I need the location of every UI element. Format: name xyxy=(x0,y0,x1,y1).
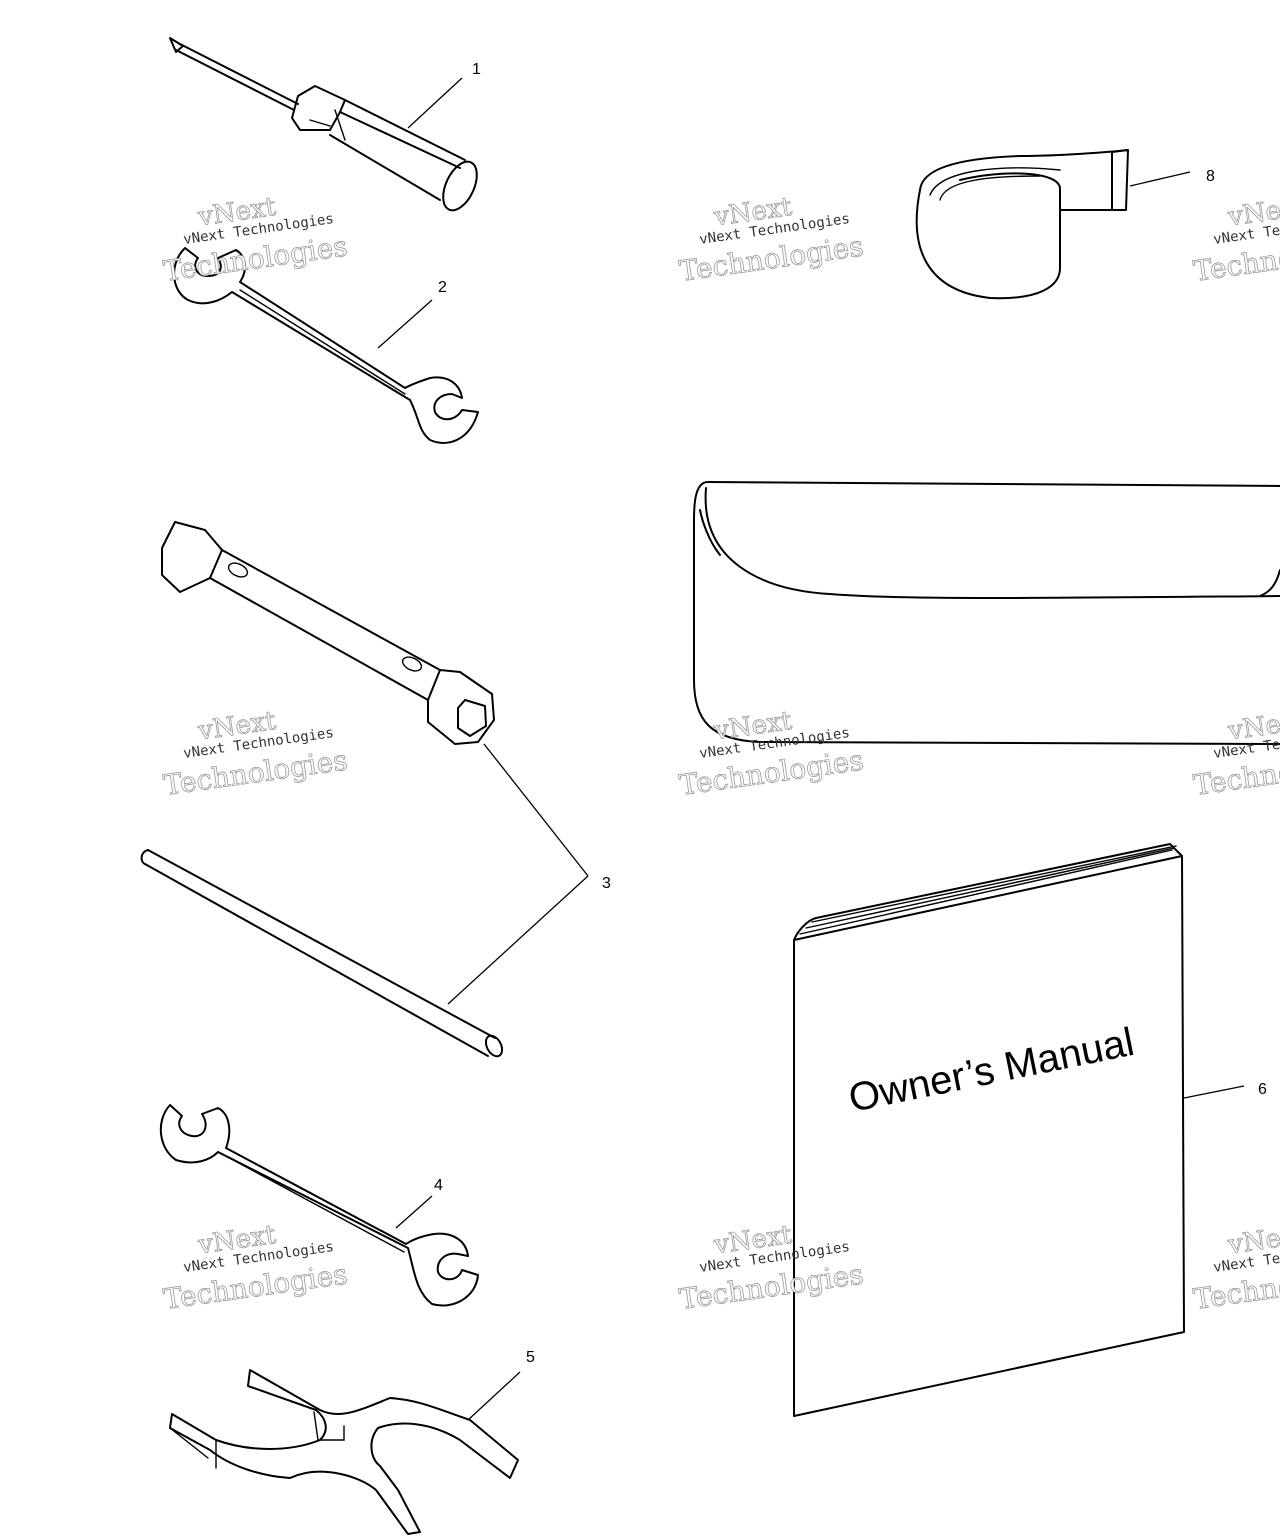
callout-3: 3 xyxy=(602,875,611,892)
tommy-bar-icon xyxy=(140,849,504,1058)
callout-1: 1 xyxy=(472,61,481,78)
callout-6: 6 xyxy=(1258,1081,1267,1098)
svg-text:vNext: vNext xyxy=(1225,192,1280,233)
callout-4: 4 xyxy=(434,1177,443,1194)
tool-pouch-icon xyxy=(693,481,1280,745)
spanner-icon xyxy=(169,1369,519,1535)
screwdriver-icon xyxy=(169,37,478,212)
callout-5: 5 xyxy=(526,1349,535,1366)
tape-roll-icon xyxy=(915,149,1129,300)
owners-manual-icon xyxy=(793,843,1185,1417)
open-end-wrench-icon xyxy=(173,247,479,444)
callout-8: 8 xyxy=(1206,168,1215,185)
manual-title: Owner’s Manual xyxy=(845,1020,1138,1121)
watermark: vNext vNext Technologies Technologies vN… xyxy=(161,192,1280,1317)
callout-2: 2 xyxy=(438,279,447,296)
spark-plug-socket-wrench-icon xyxy=(161,521,495,745)
open-end-wrench-icon xyxy=(159,1104,479,1307)
